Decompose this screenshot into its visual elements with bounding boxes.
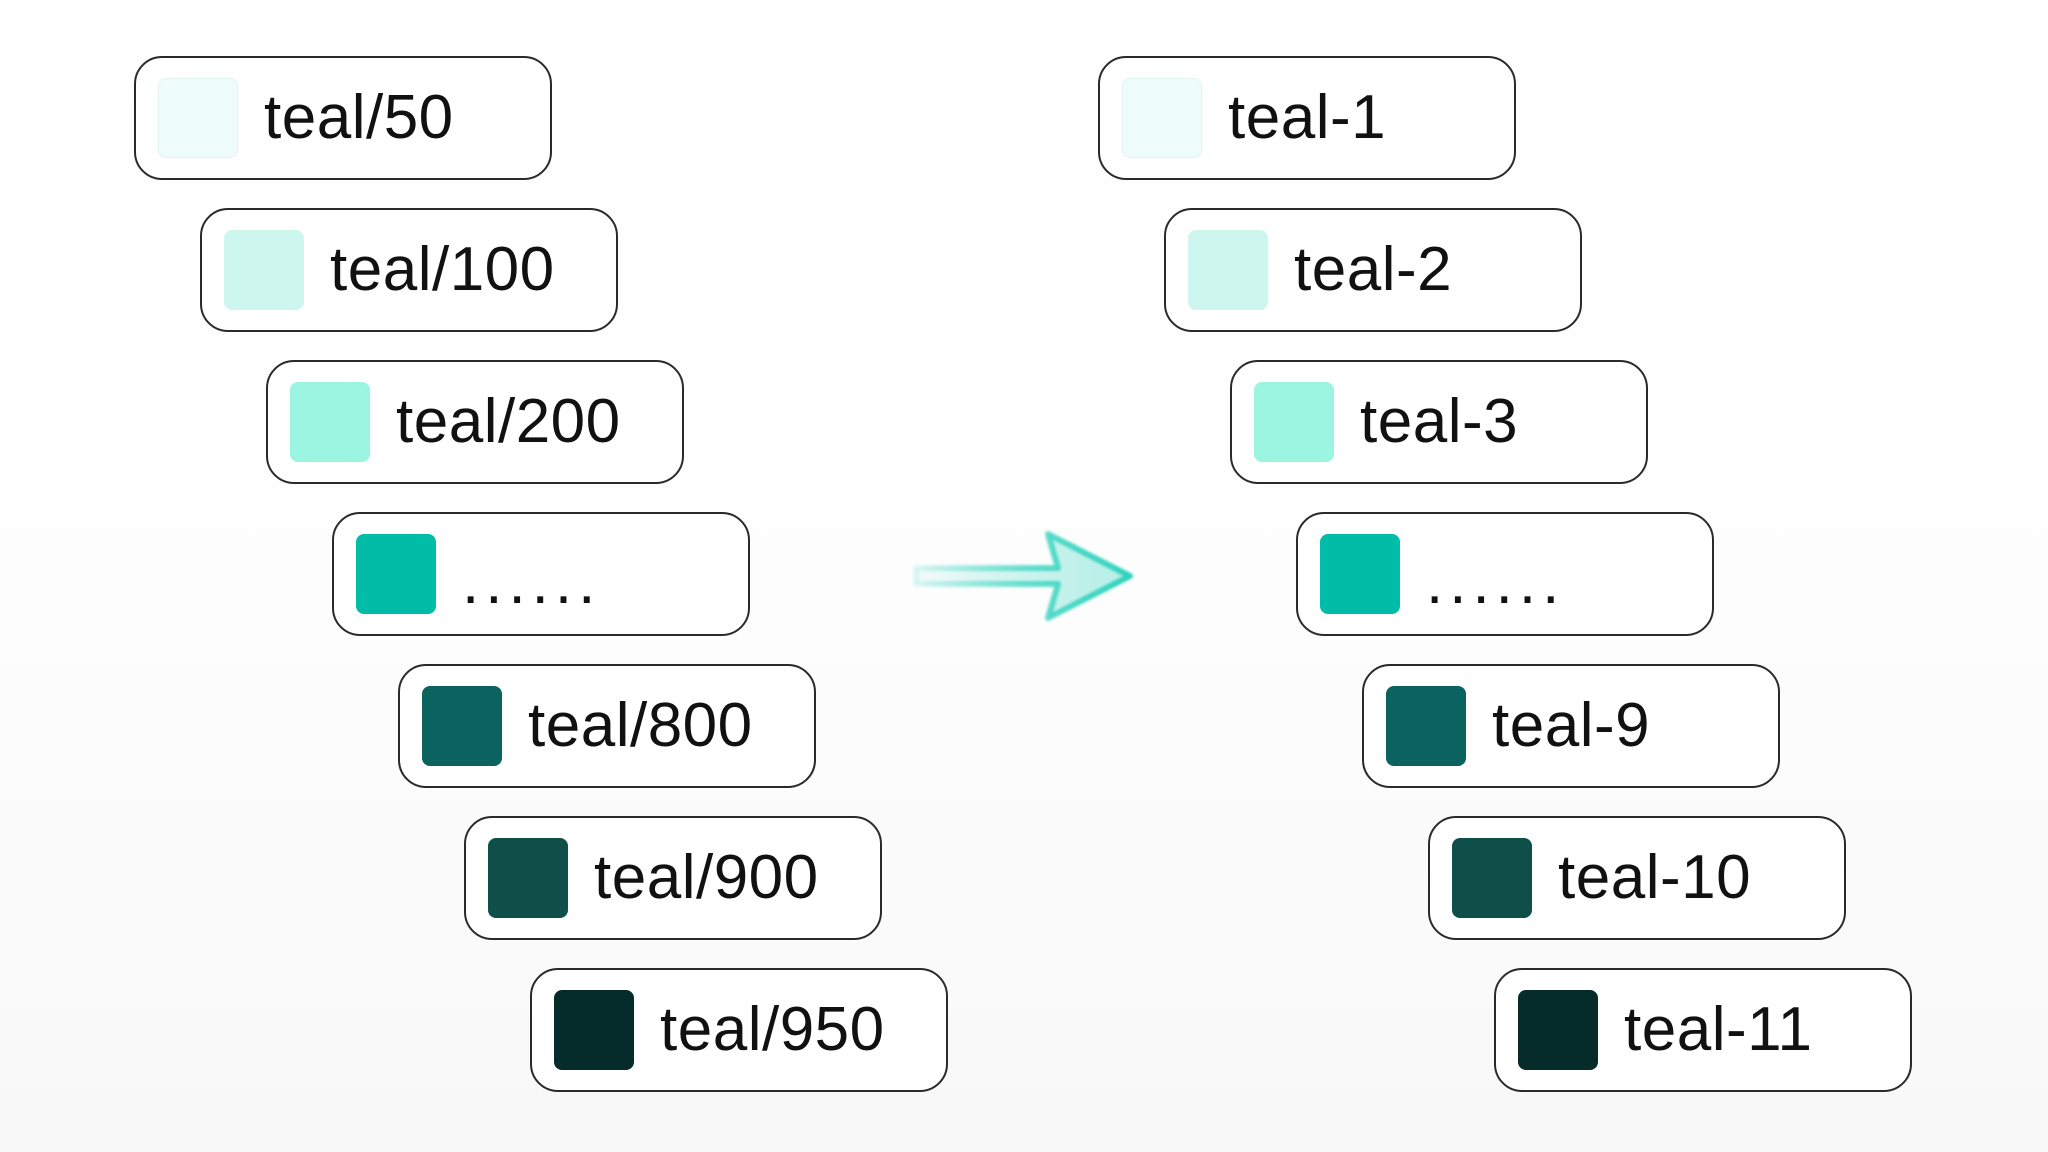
token-label: teal/200 (396, 387, 621, 456)
token-label: teal/950 (660, 995, 885, 1064)
token-label: teal-10 (1558, 843, 1752, 912)
token-chip-teal-950: teal/950 (530, 968, 948, 1092)
color-swatch (1320, 534, 1400, 614)
color-swatch (224, 230, 304, 310)
token-label: teal-11 (1624, 995, 1813, 1064)
token-label: teal-9 (1492, 691, 1651, 760)
token-chip-teal-3: teal-3 (1230, 360, 1648, 484)
token-chip-teal-200: teal/200 (266, 360, 684, 484)
token-chip-teal-10: teal-10 (1428, 816, 1846, 940)
color-swatch (422, 686, 502, 766)
color-swatch (290, 382, 370, 462)
color-swatch (554, 990, 634, 1070)
color-swatch (1386, 686, 1466, 766)
color-swatch (488, 838, 568, 918)
token-chip-teal-900: teal/900 (464, 816, 882, 940)
token-label: teal/100 (330, 235, 555, 304)
token-chip-teal-1: teal-1 (1098, 56, 1516, 180)
token-label: teal/800 (528, 691, 753, 760)
token-chip-teal-9: teal-9 (1362, 664, 1780, 788)
token-chip-ellipsis: ...... (1296, 512, 1714, 636)
token-label: ...... (1426, 548, 1566, 617)
token-label: teal-3 (1360, 387, 1519, 456)
token-chip-teal-2: teal-2 (1164, 208, 1582, 332)
token-label: teal-1 (1228, 83, 1387, 152)
token-label: ...... (462, 548, 602, 617)
token-chip-teal-50: teal/50 (134, 56, 552, 180)
color-swatch (1452, 838, 1532, 918)
token-chip-teal-11: teal-11 (1494, 968, 1912, 1092)
token-chip-teal-100: teal/100 (200, 208, 618, 332)
color-swatch (158, 78, 238, 158)
token-label: teal/50 (264, 83, 454, 152)
right-arrow-icon (913, 531, 1133, 621)
color-swatch (1254, 382, 1334, 462)
color-swatch (1122, 78, 1202, 158)
color-swatch (356, 534, 436, 614)
token-label: teal/900 (594, 843, 819, 912)
token-chip-ellipsis: ...... (332, 512, 750, 636)
color-swatch (1188, 230, 1268, 310)
color-swatch (1518, 990, 1598, 1070)
token-label: teal-2 (1294, 235, 1453, 304)
token-chip-teal-800: teal/800 (398, 664, 816, 788)
